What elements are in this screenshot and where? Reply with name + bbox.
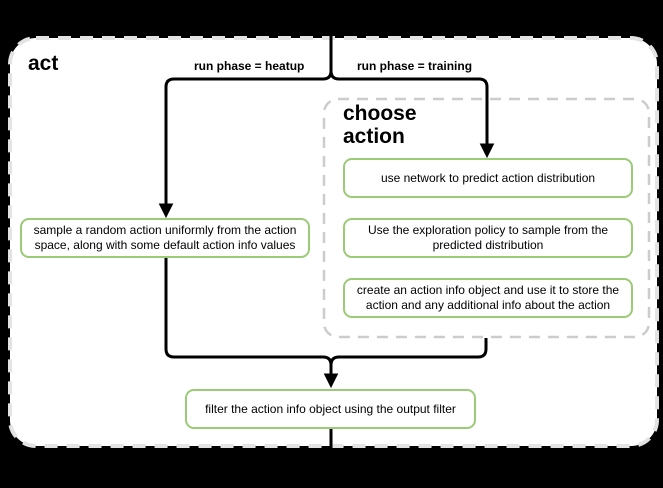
node-create-action-info: create an action info object and use it … [343,278,633,318]
node-use-network: use network to predict action distributi… [343,158,633,198]
arrowhead-heatup [158,203,174,219]
edge-heatup-branch [164,70,333,204]
choose-action-group-border [322,97,651,339]
arrowhead-training [479,143,495,159]
act-container-border [8,36,659,448]
edge-label-heatup: run phase = heatup [194,59,305,73]
edge-label-training: run phase = training [357,59,473,73]
node-sample-random-action: sample a random action uniformly from th… [20,218,310,258]
edge-group-to-filter [329,338,488,374]
node-exploration-policy: Use the exploration policy to sample fro… [343,218,633,258]
edge-training-branch [329,70,489,144]
arrowhead-filter [323,373,339,389]
node-filter-output: filter the action info object using the … [185,389,476,429]
choose-action-title: choose action [343,102,417,148]
act-title: act [28,52,59,75]
